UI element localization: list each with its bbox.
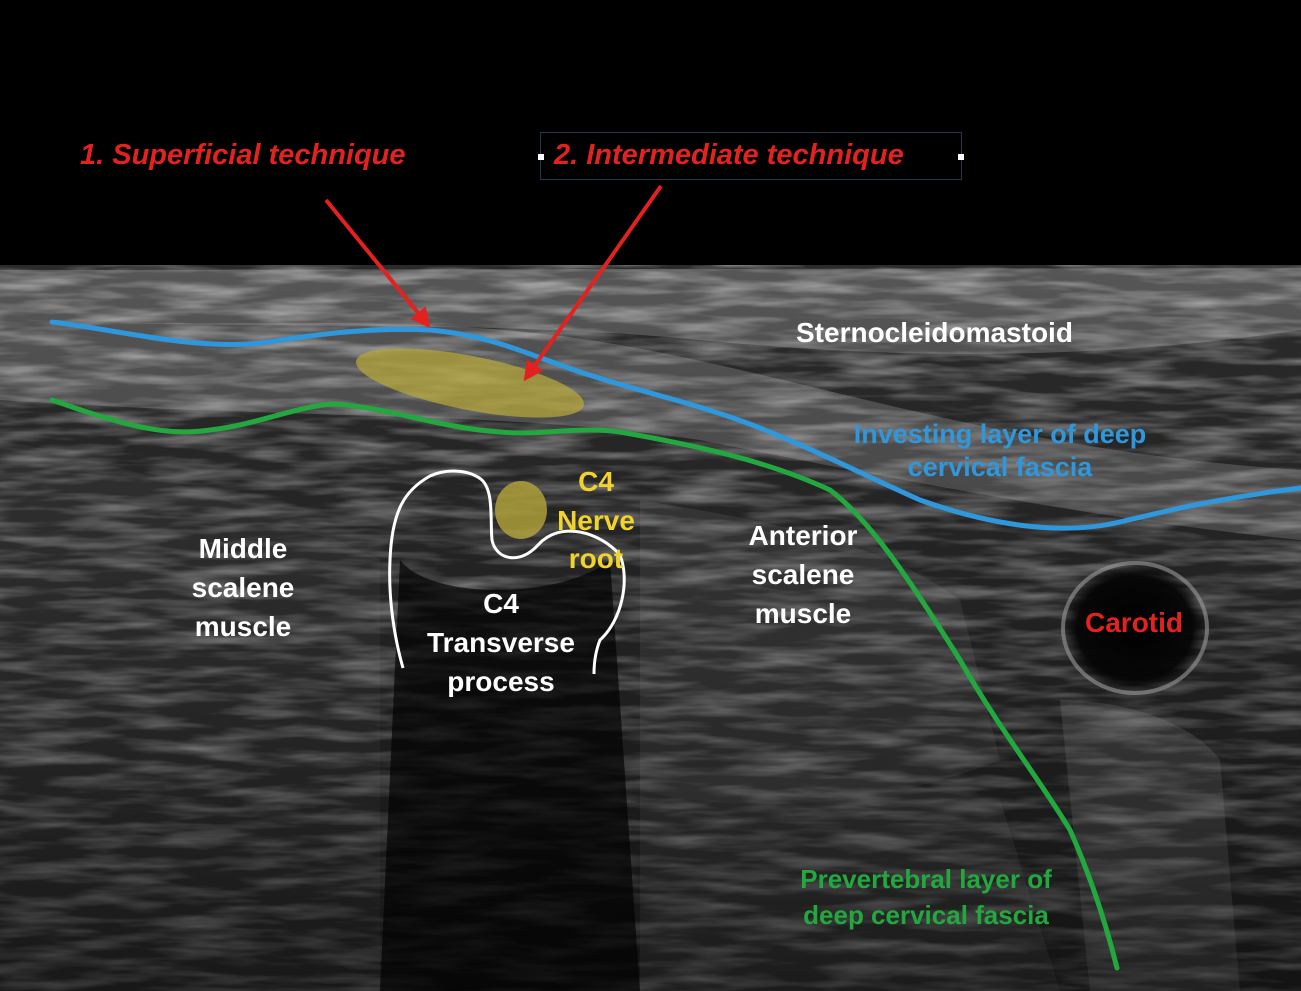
selection-handle-left	[538, 154, 544, 160]
anterior-scalene-label: Anterior scalene muscle	[723, 517, 883, 634]
nerve-root-label: C4 Nerve root	[546, 463, 646, 579]
anterior-scalene-label-line3: muscle	[754, 597, 852, 629]
superficial-technique-label: 1. Superficial technique	[80, 139, 406, 171]
selection-handle-right	[958, 154, 964, 160]
investing-fascia-label: Investing layer of deep cervical fascia	[820, 418, 1180, 484]
investing-fascia-label-line1: Investing layer of deep	[853, 419, 1147, 449]
investing-fascia-line	[49, 319, 1301, 531]
transverse-process-outline	[388, 469, 626, 675]
arrow-down-left-icon	[523, 184, 663, 382]
target-injection-region	[356, 348, 584, 418]
transverse-process-label-line1: C4	[483, 588, 519, 619]
middle-scalene-label-line1: Middle	[198, 533, 288, 564]
nerve-root-label-line2: Nerve	[557, 504, 635, 536]
intermediate-technique-label: 2. Intermediate technique	[554, 139, 904, 171]
anterior-scalene-label-line2: scalene	[751, 558, 855, 590]
acoustic-shadow	[380, 560, 640, 991]
intermediate-technique-frame	[538, 132, 964, 180]
transverse-process-label: C4 Transverse process	[401, 585, 601, 702]
prevertebral-fascia-label-line1: Prevertebral layer of	[800, 864, 1052, 894]
prevertebral-fascia-label-line2: deep cervical fascia	[803, 899, 1049, 930]
prevertebral-fascia-line	[49, 397, 1120, 971]
carotid-wall	[1061, 561, 1209, 695]
arrow-down-right-icon	[324, 198, 431, 329]
transverse-process-label-line2: Transverse	[427, 626, 575, 658]
anterior-scalene-label-line1: Anterior	[748, 520, 858, 551]
investing-fascia-label-line2: cervical fascia	[907, 451, 1093, 482]
transverse-process-label-line3: process	[447, 665, 555, 697]
nerve-root-label-line1: C4	[578, 466, 614, 497]
middle-scalene-label-line3: muscle	[194, 610, 292, 642]
sternocleidomastoid-label: Sternocleidomastoid	[796, 317, 1073, 348]
carotid-artery	[1063, 563, 1207, 693]
carotid-label: Carotid	[1085, 607, 1183, 638]
middle-scalene-label: Middle scalene muscle	[163, 530, 323, 647]
c4-nerve-root	[495, 481, 547, 539]
prevertebral-fascia-label: Prevertebral layer of deep cervical fasc…	[770, 862, 1082, 934]
middle-scalene-label-line2: scalene	[191, 571, 295, 603]
nerve-root-label-line3: root	[568, 543, 624, 575]
